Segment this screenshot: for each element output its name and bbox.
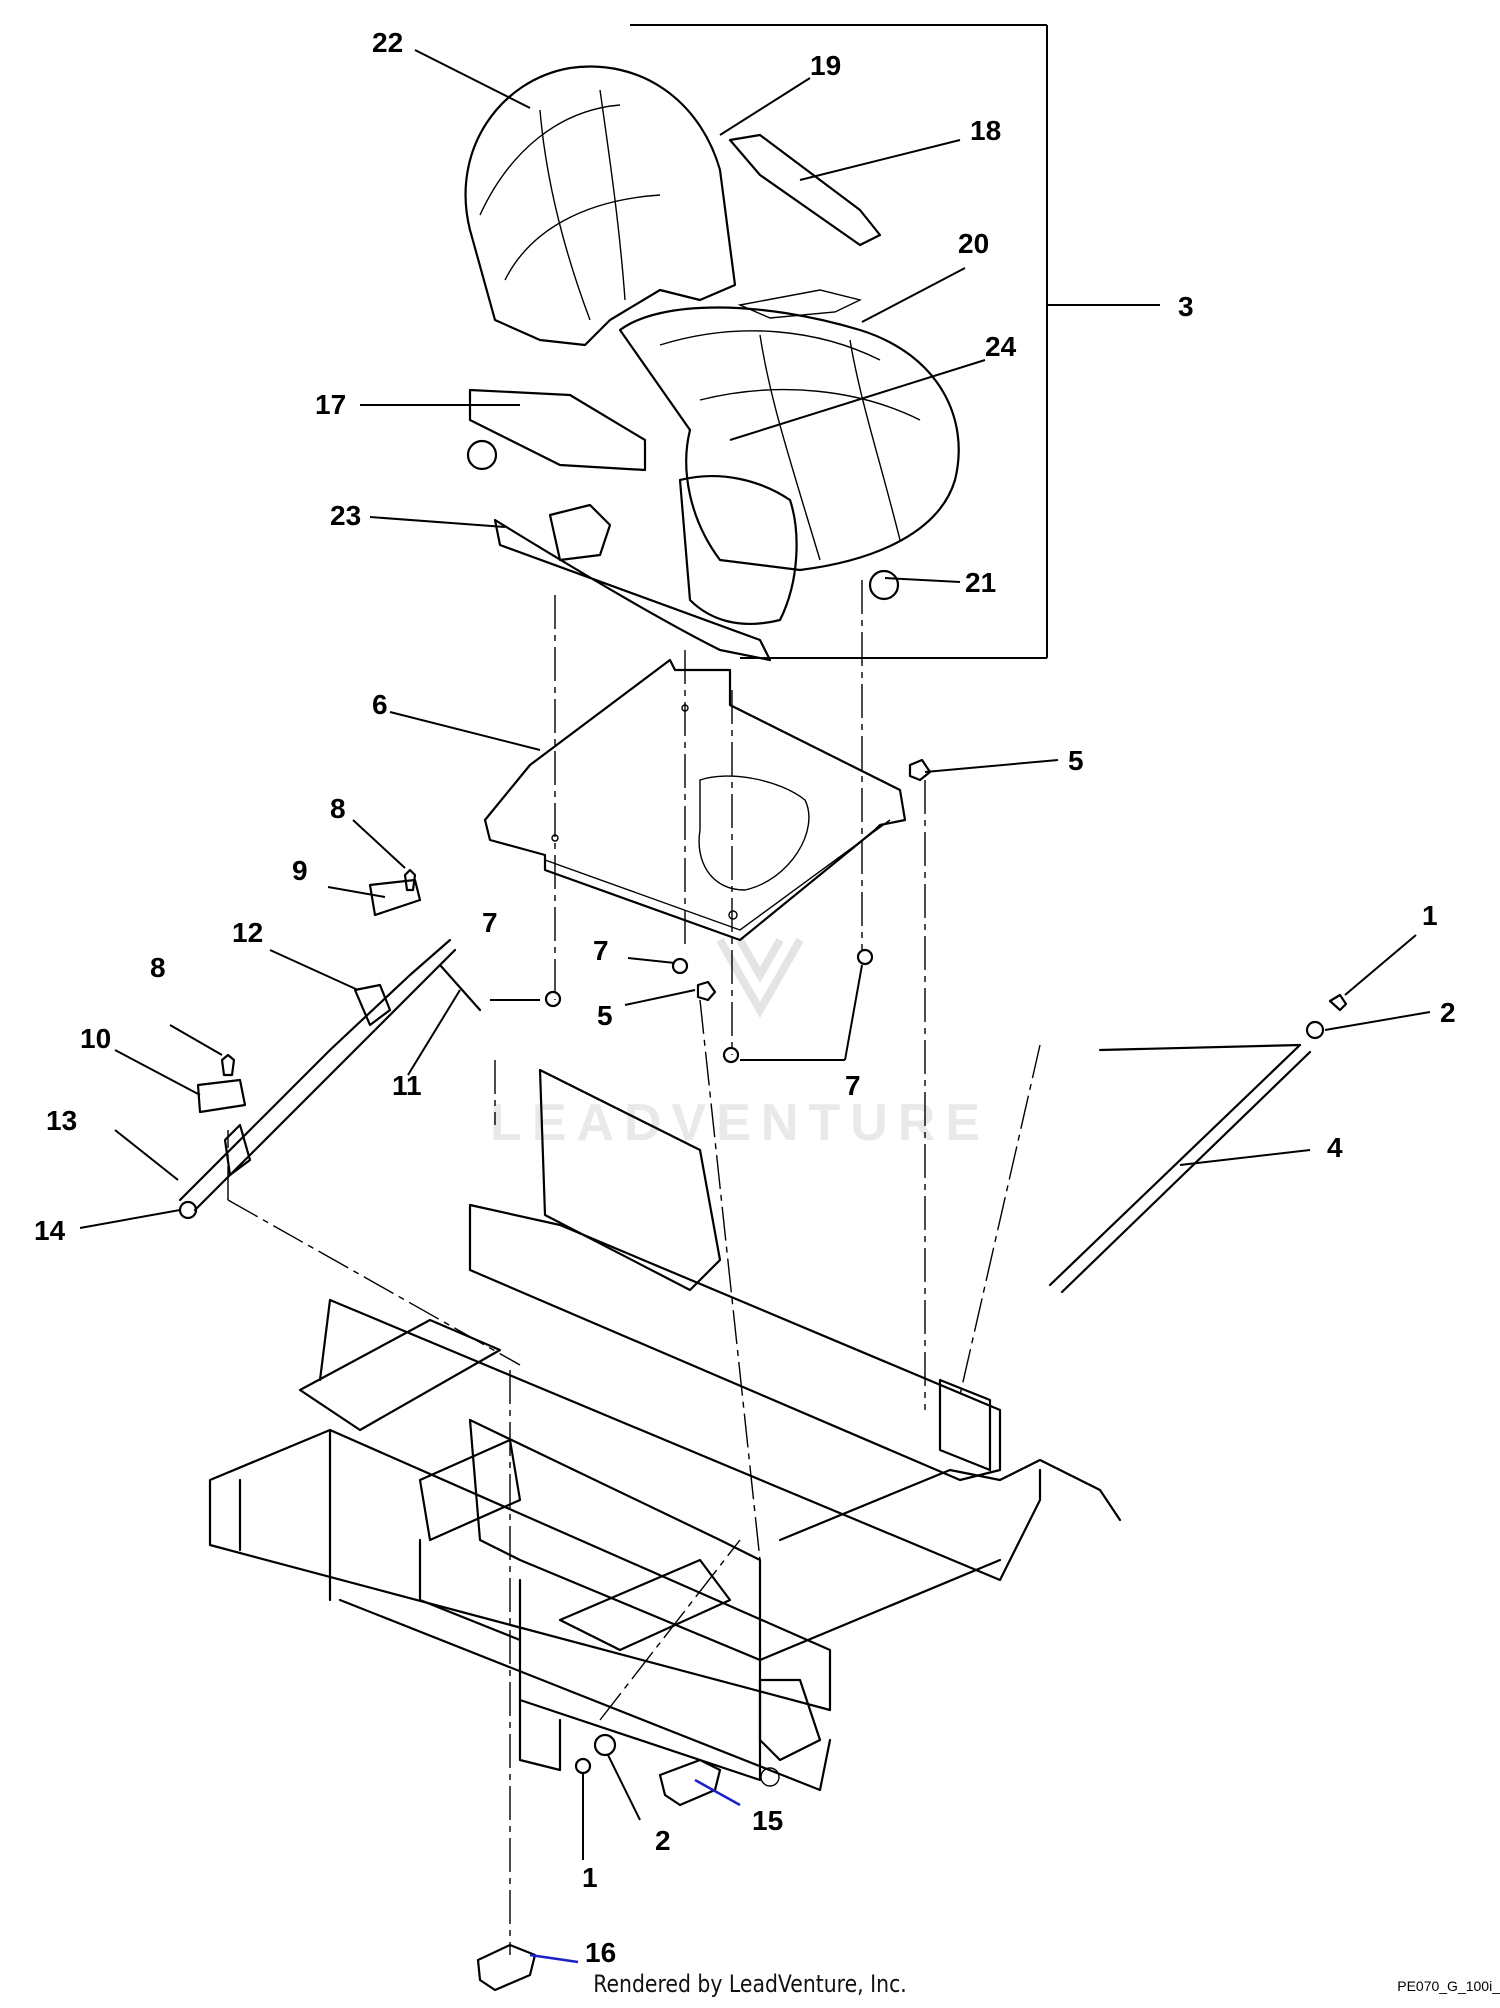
callout-6: 6 <box>372 689 388 720</box>
callout-2: 2 <box>1440 997 1456 1028</box>
callout-14: 14 <box>34 1215 66 1246</box>
render-credit: Rendered by LeadVenture, Inc. <box>593 1970 907 1998</box>
callout-19: 19 <box>810 50 841 81</box>
callout-24: 24 <box>985 331 1017 362</box>
callout-11: 11 <box>392 1070 422 1101</box>
drawing-code: PE070_G_100i_ <box>1397 1978 1500 1994</box>
callout-8: 8 <box>150 952 166 983</box>
callout-12: 12 <box>232 917 263 948</box>
callout-1: 1 <box>582 1862 598 1893</box>
callout-2: 2 <box>655 1825 671 1856</box>
callout-22: 22 <box>372 27 403 58</box>
watermark-text: LEADVENTURE <box>490 1094 990 1152</box>
callout-9: 9 <box>292 855 308 886</box>
callout-1: 1 <box>1422 900 1438 931</box>
callout-5: 5 <box>1068 745 1084 776</box>
frame <box>208 1068 1122 1792</box>
seat-assembly-bracket <box>630 24 1048 659</box>
callout-13: 13 <box>46 1105 77 1136</box>
callout-21: 21 <box>965 567 996 598</box>
phantom-lines <box>227 580 1041 1955</box>
callout-20: 20 <box>958 228 989 259</box>
callout-18: 18 <box>970 115 1001 146</box>
callouts: 22 19 18 20 3 24 17 23 21 6 5 8 9 12 7 7… <box>34 27 1456 1968</box>
callout-23: 23 <box>330 500 361 531</box>
callout-17: 17 <box>315 389 346 420</box>
callout-5: 5 <box>597 1000 613 1031</box>
callout-7: 7 <box>845 1070 861 1101</box>
callout-4: 4 <box>1327 1132 1343 1163</box>
callout-8: 8 <box>330 793 346 824</box>
callout-7: 7 <box>482 907 498 938</box>
watermark: LEADVENTURE <box>490 938 990 1152</box>
callout-3: 3 <box>1178 291 1194 322</box>
seat <box>464 65 960 662</box>
seat-plate <box>483 658 907 942</box>
callout-7: 7 <box>593 935 609 966</box>
leader-lines <box>79 49 1431 1964</box>
callout-15: 15 <box>752 1805 783 1836</box>
callout-16: 16 <box>585 1937 616 1968</box>
callout-10: 10 <box>80 1023 111 1054</box>
